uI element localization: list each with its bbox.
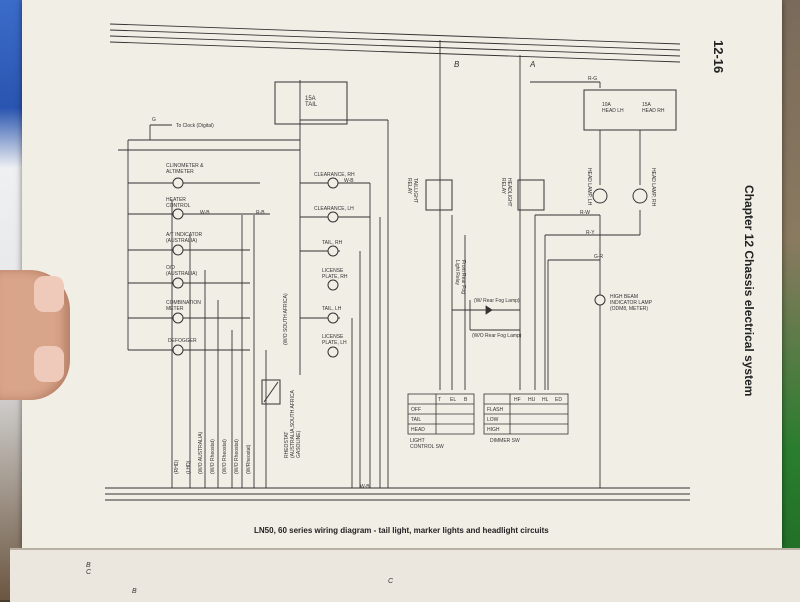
light-control-sw-label: LIGHT CONTROL SW bbox=[410, 438, 444, 450]
marker-a: A bbox=[530, 60, 536, 69]
license-lh-label: LICENSE PLATE, LH bbox=[322, 334, 347, 346]
lcs-header-b: B bbox=[464, 397, 468, 403]
wire-code: W-B bbox=[360, 484, 370, 490]
head-lamp-rh-label: HEAD LAMP, RH bbox=[650, 168, 656, 207]
dim-row-flash: FLASH bbox=[487, 407, 504, 413]
license-rh-label: LICENSE PLATE, RH bbox=[322, 268, 348, 280]
w-rear-fog-label: (W/ Rear Fog Lamp) bbox=[474, 298, 520, 304]
lcs-row-off: OFF bbox=[411, 407, 421, 413]
lcs-header-t: T bbox=[438, 397, 442, 403]
taillight-relay-label: TAILLIGHT RELAY bbox=[406, 178, 418, 203]
wire-code: R-W bbox=[580, 210, 590, 216]
headlight-relay-label: HEADLIGHT RELAY bbox=[500, 178, 512, 207]
lower-marker-c: C bbox=[86, 569, 92, 576]
wire-label-wo-australia: (W/O AUSTRALIA) bbox=[198, 431, 204, 474]
fuse-tail-label: 15A TAIL bbox=[305, 96, 318, 108]
lower-marker-c2: C bbox=[388, 578, 394, 585]
lcs-header-el: EL bbox=[450, 397, 457, 403]
dim-header-hl: HL bbox=[542, 397, 549, 403]
fuse-head-lh-label: 10A HEAD LH bbox=[602, 102, 624, 114]
tail-lh-label: TAIL, LH bbox=[322, 306, 342, 312]
rheostat-label: RHEOSTAT (AUSTRALIA,SOUTH AFRICA GASOLIN… bbox=[284, 390, 302, 458]
wire-label-wo-rheostat-1: (W/O Rheostat) bbox=[210, 439, 216, 474]
defogger-label: DEFOGGER bbox=[168, 338, 197, 344]
dim-header-hf: HF bbox=[514, 397, 521, 403]
wire-code: R-B bbox=[256, 210, 265, 216]
combination-meter-label: COMBINATION METER bbox=[166, 300, 201, 312]
wire-label-lhd: (LHD) bbox=[186, 460, 192, 474]
head-lamp-lh-label: HEAD LAMP, LH bbox=[586, 168, 592, 206]
wire-label-w-rheostat: (W/Rheostat) bbox=[246, 444, 252, 474]
wire-code: W-B bbox=[344, 178, 354, 184]
lcs-row-head: HEAD bbox=[411, 427, 425, 433]
book-page bbox=[22, 0, 782, 548]
wire-code: G-R bbox=[594, 254, 604, 260]
dim-row-high: HIGH bbox=[487, 427, 500, 433]
fuse-head-rh-label: 15A HEAD RH bbox=[642, 102, 665, 114]
dimmer-sw-label: DIMMER SW bbox=[490, 438, 520, 444]
wire-label-wo-rheostat-3: (W/O Rheostat) bbox=[234, 439, 240, 474]
dim-header-ed: ED bbox=[555, 397, 562, 403]
wo-rear-fog-label: (W/O Rear Fog Lamp) bbox=[472, 333, 522, 339]
lower-marker-b2: B bbox=[132, 588, 137, 595]
wire-label-rhd: (RHD) bbox=[174, 459, 180, 474]
wire-label-wo-rheostat-2: (W/O Rheostat) bbox=[222, 439, 228, 474]
page-number: 12-16 bbox=[711, 40, 726, 74]
figure-caption: LN50, 60 series wiring diagram - tail li… bbox=[254, 526, 549, 535]
lower-book-page bbox=[10, 548, 800, 602]
clearance-lh-label: CLEARANCE, LH bbox=[314, 206, 354, 212]
wire-code: W-B bbox=[200, 210, 210, 216]
finger-nail bbox=[34, 346, 64, 382]
heater-control-label: HEATER CONTROL bbox=[166, 197, 191, 209]
clinometer-label: CLINOMETER & ALTIMETER bbox=[166, 163, 204, 175]
wire-code: R-Y bbox=[586, 230, 595, 236]
hand-thumb bbox=[0, 270, 70, 400]
lcs-row-tail: TAIL bbox=[411, 417, 422, 423]
dim-row-low: LOW bbox=[487, 417, 499, 423]
high-beam-indicator-label: HIGH BEAM INDICATOR LAMP (ODM8, METER) bbox=[610, 294, 653, 312]
from-rear-fog-label: From Rear Fog Light Relay bbox=[454, 260, 466, 294]
marker-b: B bbox=[454, 60, 460, 69]
wo-south-africa-label: (W/O SOUTH AFRICA) bbox=[283, 293, 289, 345]
lower-marker-b: B bbox=[86, 562, 91, 569]
od-label: O/D (AUSTRALIA) bbox=[166, 265, 198, 277]
thumb-nail bbox=[34, 276, 64, 312]
wire-code: G bbox=[152, 117, 156, 123]
tail-rh-label: TAIL, RH bbox=[322, 240, 343, 246]
at-indicator-label: A/T INDICATOR (AUSTRALIA) bbox=[166, 232, 203, 244]
to-clock-label: To Clock (Digital) bbox=[176, 123, 214, 129]
dim-header-hu: HU bbox=[528, 397, 536, 403]
wire-code: R-G bbox=[588, 76, 598, 82]
chapter-title: Chapter 12 Chassis electrical system bbox=[742, 185, 756, 397]
clearance-rh-label: CLEARANCE, RH bbox=[314, 172, 355, 178]
